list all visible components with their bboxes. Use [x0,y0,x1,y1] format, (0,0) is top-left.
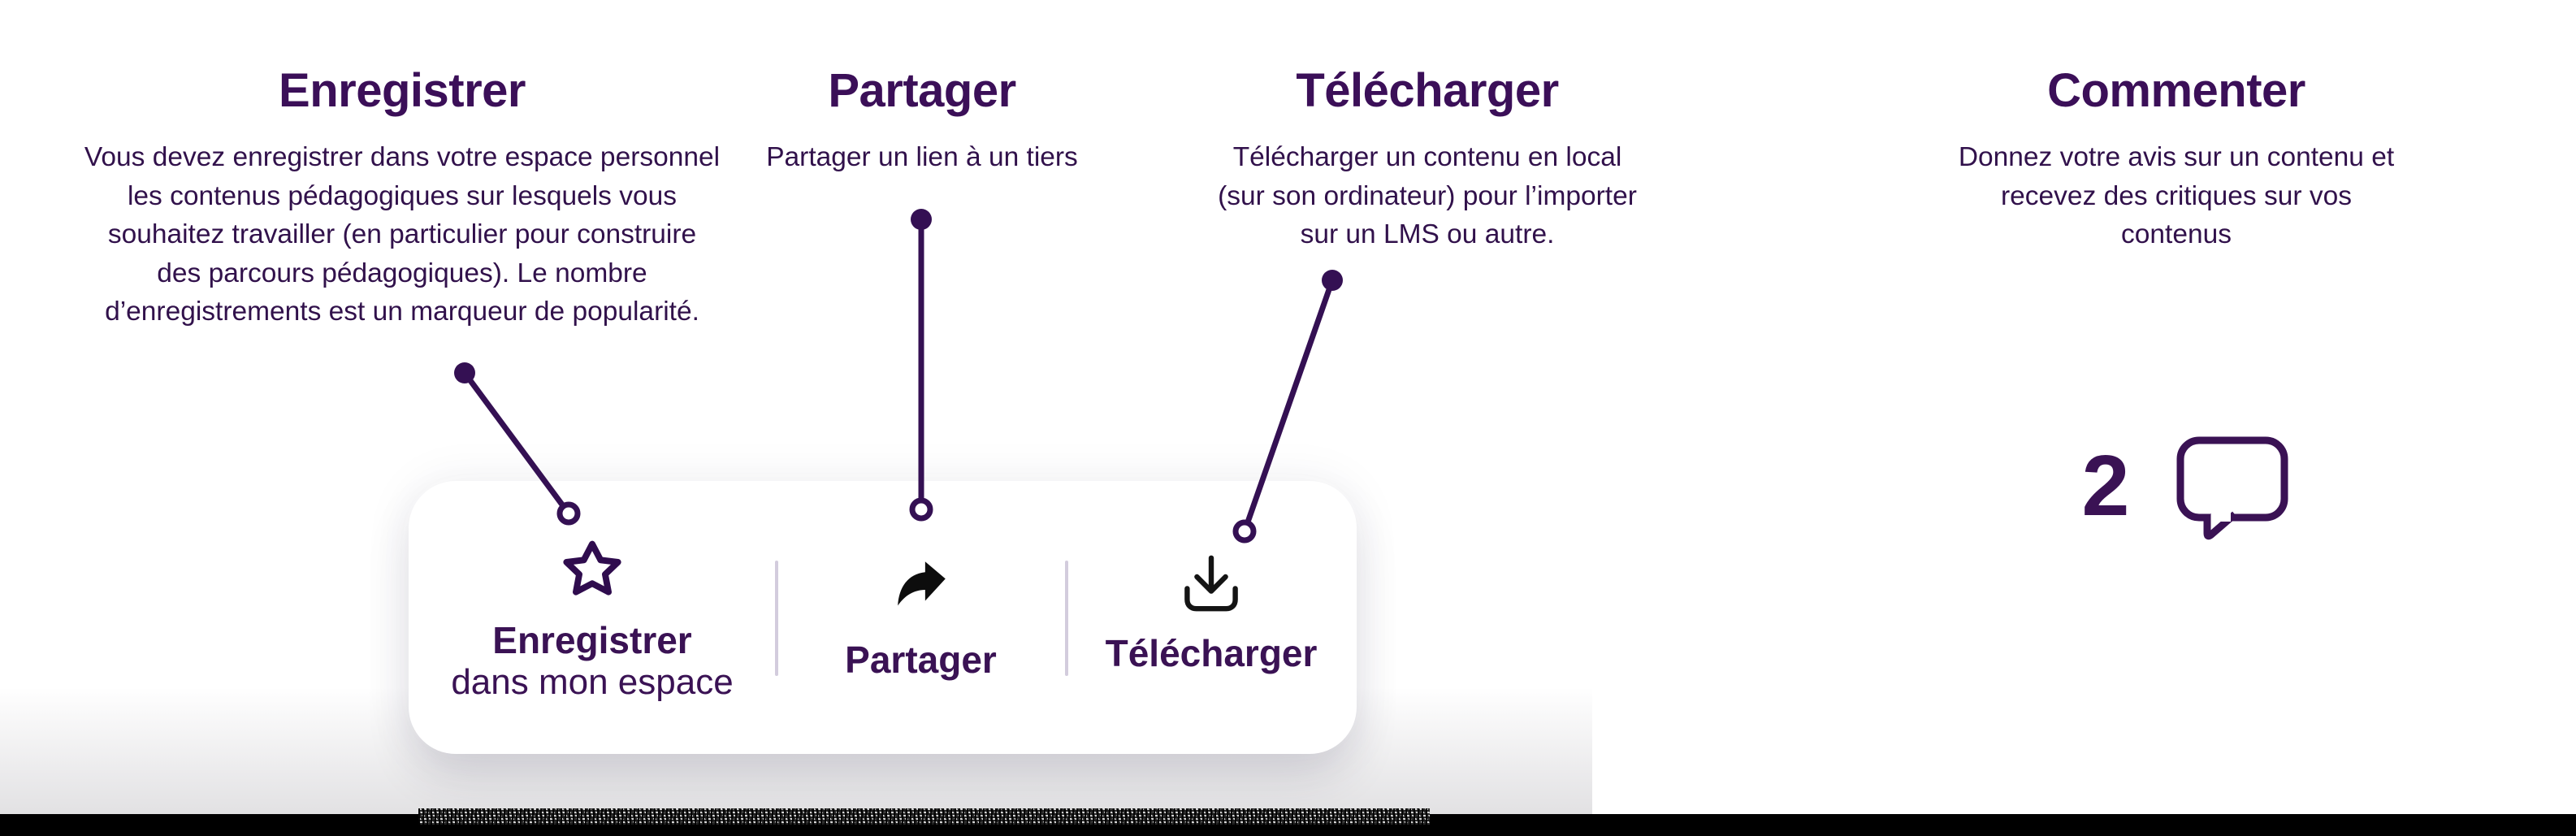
share-button[interactable]: Partager [776,481,1066,754]
download-button-label: Télécharger [1105,632,1318,674]
toolbar-divider [775,561,778,676]
column-description-partager: Partager un lien à un tiers [766,142,1078,172]
column-description-enregistrer: Vous devez enregistrer dans votre espace… [84,142,721,327]
dither-noise-strip [418,808,1430,825]
column-telecharger: Télécharger Télécharger un contenu en lo… [1167,67,1687,254]
column-title-partager: Partager [828,64,1016,117]
speech-bubble-icon [2176,435,2291,547]
save-button[interactable]: Enregistrer dans mon espace [409,481,776,754]
share-arrow-icon [890,561,953,620]
download-button[interactable]: Télécharger [1066,481,1357,754]
column-description-telecharger: Télécharger un contenu en local (sur son… [1218,142,1637,249]
column-title-enregistrer: Enregistrer [279,64,526,117]
toolbar-divider [1065,561,1068,676]
content-actions-toolbar: Enregistrer dans mon espace Partager Tél… [409,481,1357,754]
column-partager: Partager Partager un lien à un tiers [695,67,1149,177]
star-icon [556,535,629,612]
comment-badge: 2 [2072,429,2307,551]
column-commenter: Commenter Donnez votre avis sur un conte… [1916,67,2436,254]
column-title-commenter: Commenter [2047,64,2305,117]
connector-partager [909,209,933,522]
column-title-telecharger: Télécharger [1296,64,1559,117]
column-enregistrer: Enregistrer Vous devez enregistrer dans … [69,67,735,331]
comment-count: 2 [2081,438,2130,534]
column-description-commenter: Donnez votre avis sur un contenu et rece… [1958,142,2395,249]
download-icon [1172,548,1250,630]
save-button-label: Enregistrer [492,619,692,661]
save-button-sublabel: dans mon espace [451,662,734,702]
share-button-label: Partager [845,639,997,681]
